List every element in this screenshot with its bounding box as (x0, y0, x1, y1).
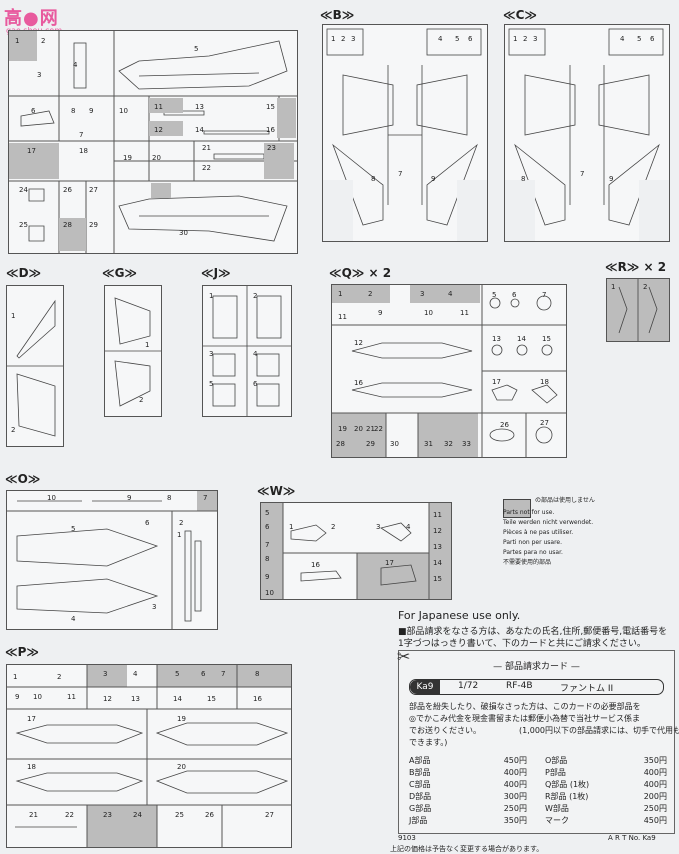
kit-scale: 1/72 (458, 681, 479, 691)
kit-model: RF-4B (506, 681, 533, 691)
sprue-d-label: ≪D≫ (6, 266, 42, 280)
sprue-w: 5 6 7 8 9 10 11 12 13 14 15 1 2 3 4 16 1… (260, 502, 452, 600)
sprue-a: 1 2 3 4 5 6 7 8 9 10 11 12 13 14 15 16 1… (8, 30, 298, 254)
sprue-p-label: ≪P≫ (5, 645, 39, 659)
sprue-c-drawing (505, 28, 669, 241)
sprue-j: 1 2 3 4 5 6 (202, 285, 292, 417)
sprue-d-drawing (7, 299, 63, 437)
sprue-o: 10 9 8 7 5 6 2 4 3 1 (6, 490, 218, 630)
legend-line-7: 不需要使用的部品 (503, 559, 552, 566)
sprue-w-drawing (261, 503, 451, 599)
art-number: A R T No. Ka9 (608, 834, 656, 842)
sprue-c: 1 2 3 4 5 6 7 8 9 (504, 24, 670, 242)
legend-line-5: Parti non per usare. (503, 539, 563, 546)
sprue-q-drawing (332, 285, 566, 457)
not-used-swatch (503, 499, 531, 518)
sprue-o-label: ≪O≫ (5, 472, 41, 486)
sprue-g: 1 2 (104, 285, 162, 417)
sprue-r-drawing (618, 279, 658, 341)
kit-name: ファントム II (560, 684, 614, 694)
legend-line-1: の部品は使用しません (535, 497, 595, 504)
legend-line-2: Parts not for use. (503, 509, 555, 516)
sprue-d: 1 2 (6, 285, 64, 447)
print-code: 9103 (398, 834, 416, 842)
card-desc-3: でお送りください。 (409, 726, 481, 735)
sprue-b-label: ≪B≫ (320, 8, 355, 22)
card-desc-5: できます。) (409, 738, 448, 747)
card-title: — 部品請求カード — (493, 662, 580, 672)
sprue-q: 1 11 2 3 4 9 10 11 5 6 7 12 16 13 14 15 … (331, 284, 567, 458)
sprue-g-drawing (105, 297, 161, 407)
kit-code-badge: Ka9 (410, 680, 440, 694)
scissors-icon: ✂ (397, 647, 411, 666)
site-logo-text: 高●网 (4, 8, 59, 29)
sprue-r-label: ≪R≫ × 2 (605, 260, 667, 274)
sprue-p-drawing (7, 665, 291, 847)
card-desc-1: 部品を紛失したり、破損なさった方は、このカードの必要部品を (409, 702, 641, 711)
card-desc-2: ◎でかこみ代金を現金書留または郵便小為替で当社サービス係ま (409, 714, 640, 723)
legend-line-6: Partes para no usar. (503, 549, 563, 556)
sprue-c-label: ≪C≫ (503, 8, 537, 22)
japanese-intro-line-2: 1字づつはっきり書いて、下のカードと共にご請求ください。 (398, 639, 646, 649)
japanese-only-heading: For Japanese use only. (398, 609, 521, 622)
sprue-b-drawing (323, 28, 487, 241)
sprue-b: 1 2 3 4 5 6 7 8 9 (322, 24, 488, 242)
legend-line-4: Pièces à ne pas utiliser. (503, 529, 574, 536)
legend-line-3: Teile werden nicht verwendet. (503, 519, 594, 526)
price-change-note: 上記の価格は予告なく変更する場合があります。 (390, 845, 544, 853)
parts-order-card: ✂ — 部品請求カード — Ka9 1/72 RF-4B ファントム II 部品… (397, 647, 679, 834)
sprue-r: 1 2 (606, 278, 670, 342)
sprue-p: 1 2 3 4 5 6 7 8 9 10 11 12 13 14 15 16 1… (6, 664, 292, 848)
card-desc-4: (1,000円以下の部品請求には、切手で代用も (519, 726, 679, 735)
sprue-g-label: ≪G≫ (102, 266, 137, 280)
sprue-j-drawing (203, 286, 291, 416)
japanese-intro-line-1: ■部品請求をなさる方は、あなたの氏名,住所,郵便番号,電話番号を (398, 627, 668, 637)
sprue-o-drawing (7, 491, 217, 629)
sprue-a-drawing (9, 31, 297, 253)
sprue-q-label: ≪Q≫ × 2 (329, 266, 392, 280)
sprue-j-label: ≪J≫ (201, 266, 231, 280)
kit-info-bar: Ka9 1/72 RF-4B ファントム II (409, 679, 664, 695)
sprue-w-label: ≪W≫ (257, 484, 296, 498)
